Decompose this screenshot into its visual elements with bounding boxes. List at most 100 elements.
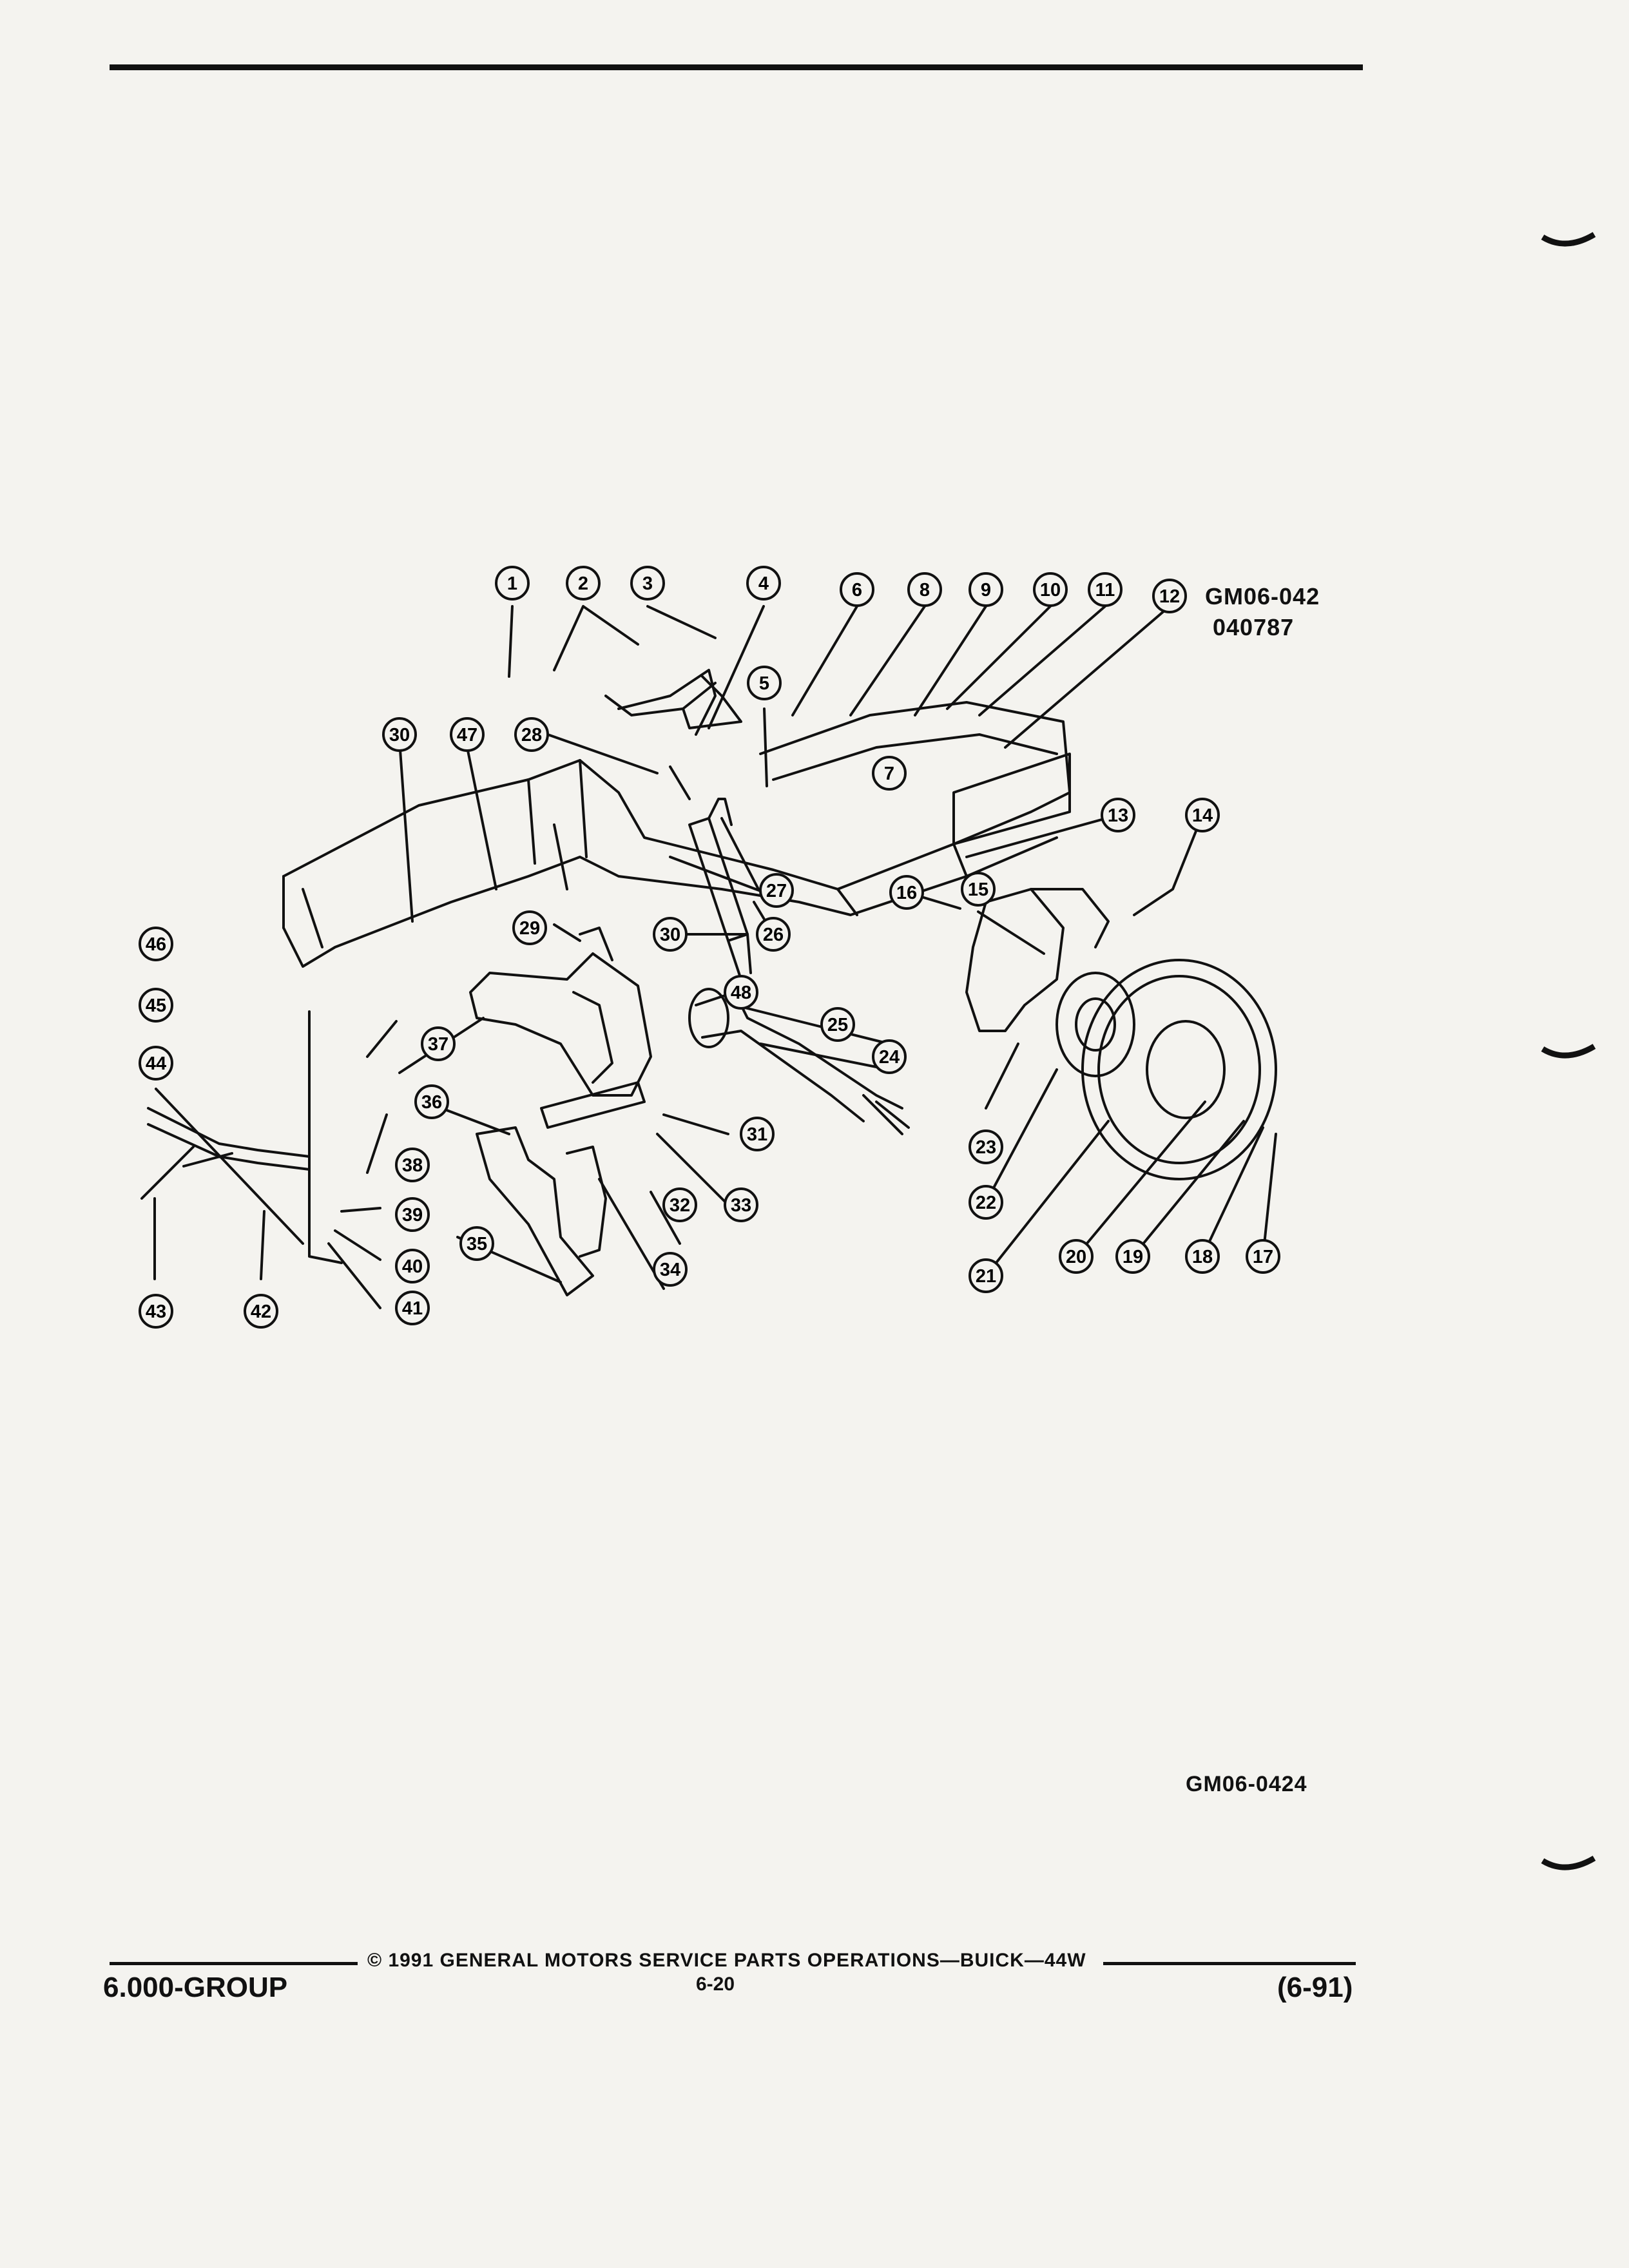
callout-circle — [1088, 572, 1123, 607]
callout-28: 28 — [514, 717, 549, 752]
callout-number: 19 — [1123, 1247, 1143, 1267]
callout-circle — [395, 1291, 430, 1325]
callout-circle — [395, 1148, 430, 1182]
callout-circle — [495, 566, 530, 601]
callout-22: 22 — [969, 1185, 1003, 1220]
callout-number: 7 — [884, 764, 894, 784]
callout-circle — [840, 572, 874, 607]
callout-circle — [566, 566, 601, 601]
callout-42: 42 — [244, 1294, 278, 1329]
brake-rotor — [1081, 959, 1277, 1180]
callout-number: 38 — [402, 1155, 423, 1176]
callout-number: 3 — [642, 573, 653, 594]
callout-number: 32 — [670, 1195, 690, 1216]
callout-30: 30 — [382, 717, 417, 752]
callout-circle — [746, 566, 781, 601]
callout-number: 37 — [428, 1034, 448, 1055]
callout-48: 48 — [724, 975, 758, 1010]
callout-number: 47 — [457, 725, 477, 745]
callout-number: 40 — [402, 1256, 423, 1277]
callout-1: 1 — [495, 566, 530, 601]
callout-circle — [969, 572, 1003, 607]
callout-number: 17 — [1253, 1247, 1273, 1267]
revision-date: (6-91) — [1277, 1972, 1353, 2003]
callout-number: 45 — [146, 995, 166, 1016]
callout-circle — [724, 975, 758, 1010]
callout-circle — [724, 1187, 758, 1222]
callout-circle — [961, 872, 996, 907]
callout-circle — [630, 566, 665, 601]
callout-number: 30 — [389, 725, 410, 745]
callout-20: 20 — [1059, 1239, 1094, 1274]
callout-circle — [1152, 579, 1187, 613]
callout-number: 24 — [879, 1047, 900, 1068]
callout-circle — [139, 927, 173, 961]
callout-number: 11 — [1095, 580, 1115, 601]
callout-number: 4 — [758, 573, 769, 594]
callout-number: 20 — [1066, 1247, 1086, 1267]
callout-circle — [1101, 798, 1135, 832]
callout-circle — [414, 1084, 449, 1119]
callout-circle — [820, 1007, 855, 1042]
figure-code: GM06-042 — [1205, 583, 1320, 610]
callout-44: 44 — [139, 1046, 173, 1081]
callout-circle — [139, 1046, 173, 1081]
callout-number: 42 — [251, 1302, 271, 1322]
callout-5: 5 — [747, 666, 782, 700]
callout-25: 25 — [820, 1007, 855, 1042]
callout-number: 41 — [402, 1298, 423, 1319]
callout-47: 47 — [450, 717, 485, 752]
callout-circle — [907, 572, 942, 607]
callout-circle — [1185, 1239, 1220, 1274]
callout-19: 19 — [1115, 1239, 1150, 1274]
callout-number: 36 — [421, 1092, 442, 1113]
callout-number: 5 — [759, 673, 769, 694]
top-rule — [110, 64, 1363, 70]
callout-36: 36 — [414, 1084, 449, 1119]
upper-control-arm — [604, 675, 742, 729]
callout-circle — [139, 1294, 173, 1329]
callout-number: 44 — [146, 1053, 166, 1074]
callout-32: 32 — [662, 1187, 697, 1222]
callout-12: 12 — [1152, 579, 1187, 613]
callout-number: 16 — [896, 883, 917, 903]
callout-10: 10 — [1033, 572, 1068, 607]
shock-absorber — [688, 817, 749, 942]
callout-number: 31 — [747, 1124, 767, 1145]
callout-circle — [969, 1185, 1003, 1220]
callout-number: 34 — [660, 1260, 680, 1280]
callout-34: 34 — [653, 1252, 688, 1287]
callout-number: 35 — [467, 1234, 487, 1254]
lower-bracket — [476, 1126, 594, 1296]
callout-number: 28 — [521, 725, 542, 745]
callout-circle — [244, 1294, 278, 1329]
callout-number: 23 — [976, 1137, 996, 1158]
callout-circle — [139, 988, 173, 1023]
callout-number: 1 — [507, 573, 517, 594]
callout-4: 4 — [746, 566, 781, 601]
callout-number: 2 — [578, 573, 588, 594]
copyright-text: © 1991 GENERAL MOTORS SERVICE PARTS OPER… — [367, 1950, 1086, 1971]
callout-circle — [1246, 1239, 1280, 1274]
callout-number: 14 — [1192, 805, 1213, 826]
bottom-figure-code: GM06-0424 — [1186, 1772, 1307, 1796]
binding-mark — [1541, 232, 1596, 247]
callout-37: 37 — [421, 1026, 456, 1061]
callout-circle — [1033, 572, 1068, 607]
callout-circle — [889, 875, 924, 910]
callout-circle — [872, 756, 907, 791]
callout-circle — [653, 1252, 688, 1287]
callout-number: 8 — [920, 580, 930, 601]
stabilizer-bar — [147, 1107, 311, 1158]
callout-number: 9 — [981, 580, 991, 601]
callout-35: 35 — [459, 1226, 494, 1261]
lower-control-arm — [469, 952, 652, 1097]
callout-circle — [1185, 798, 1220, 832]
callout-45: 45 — [139, 988, 173, 1023]
callout-41: 41 — [395, 1291, 430, 1325]
callout-6: 6 — [840, 572, 874, 607]
callout-number: 22 — [976, 1193, 996, 1213]
